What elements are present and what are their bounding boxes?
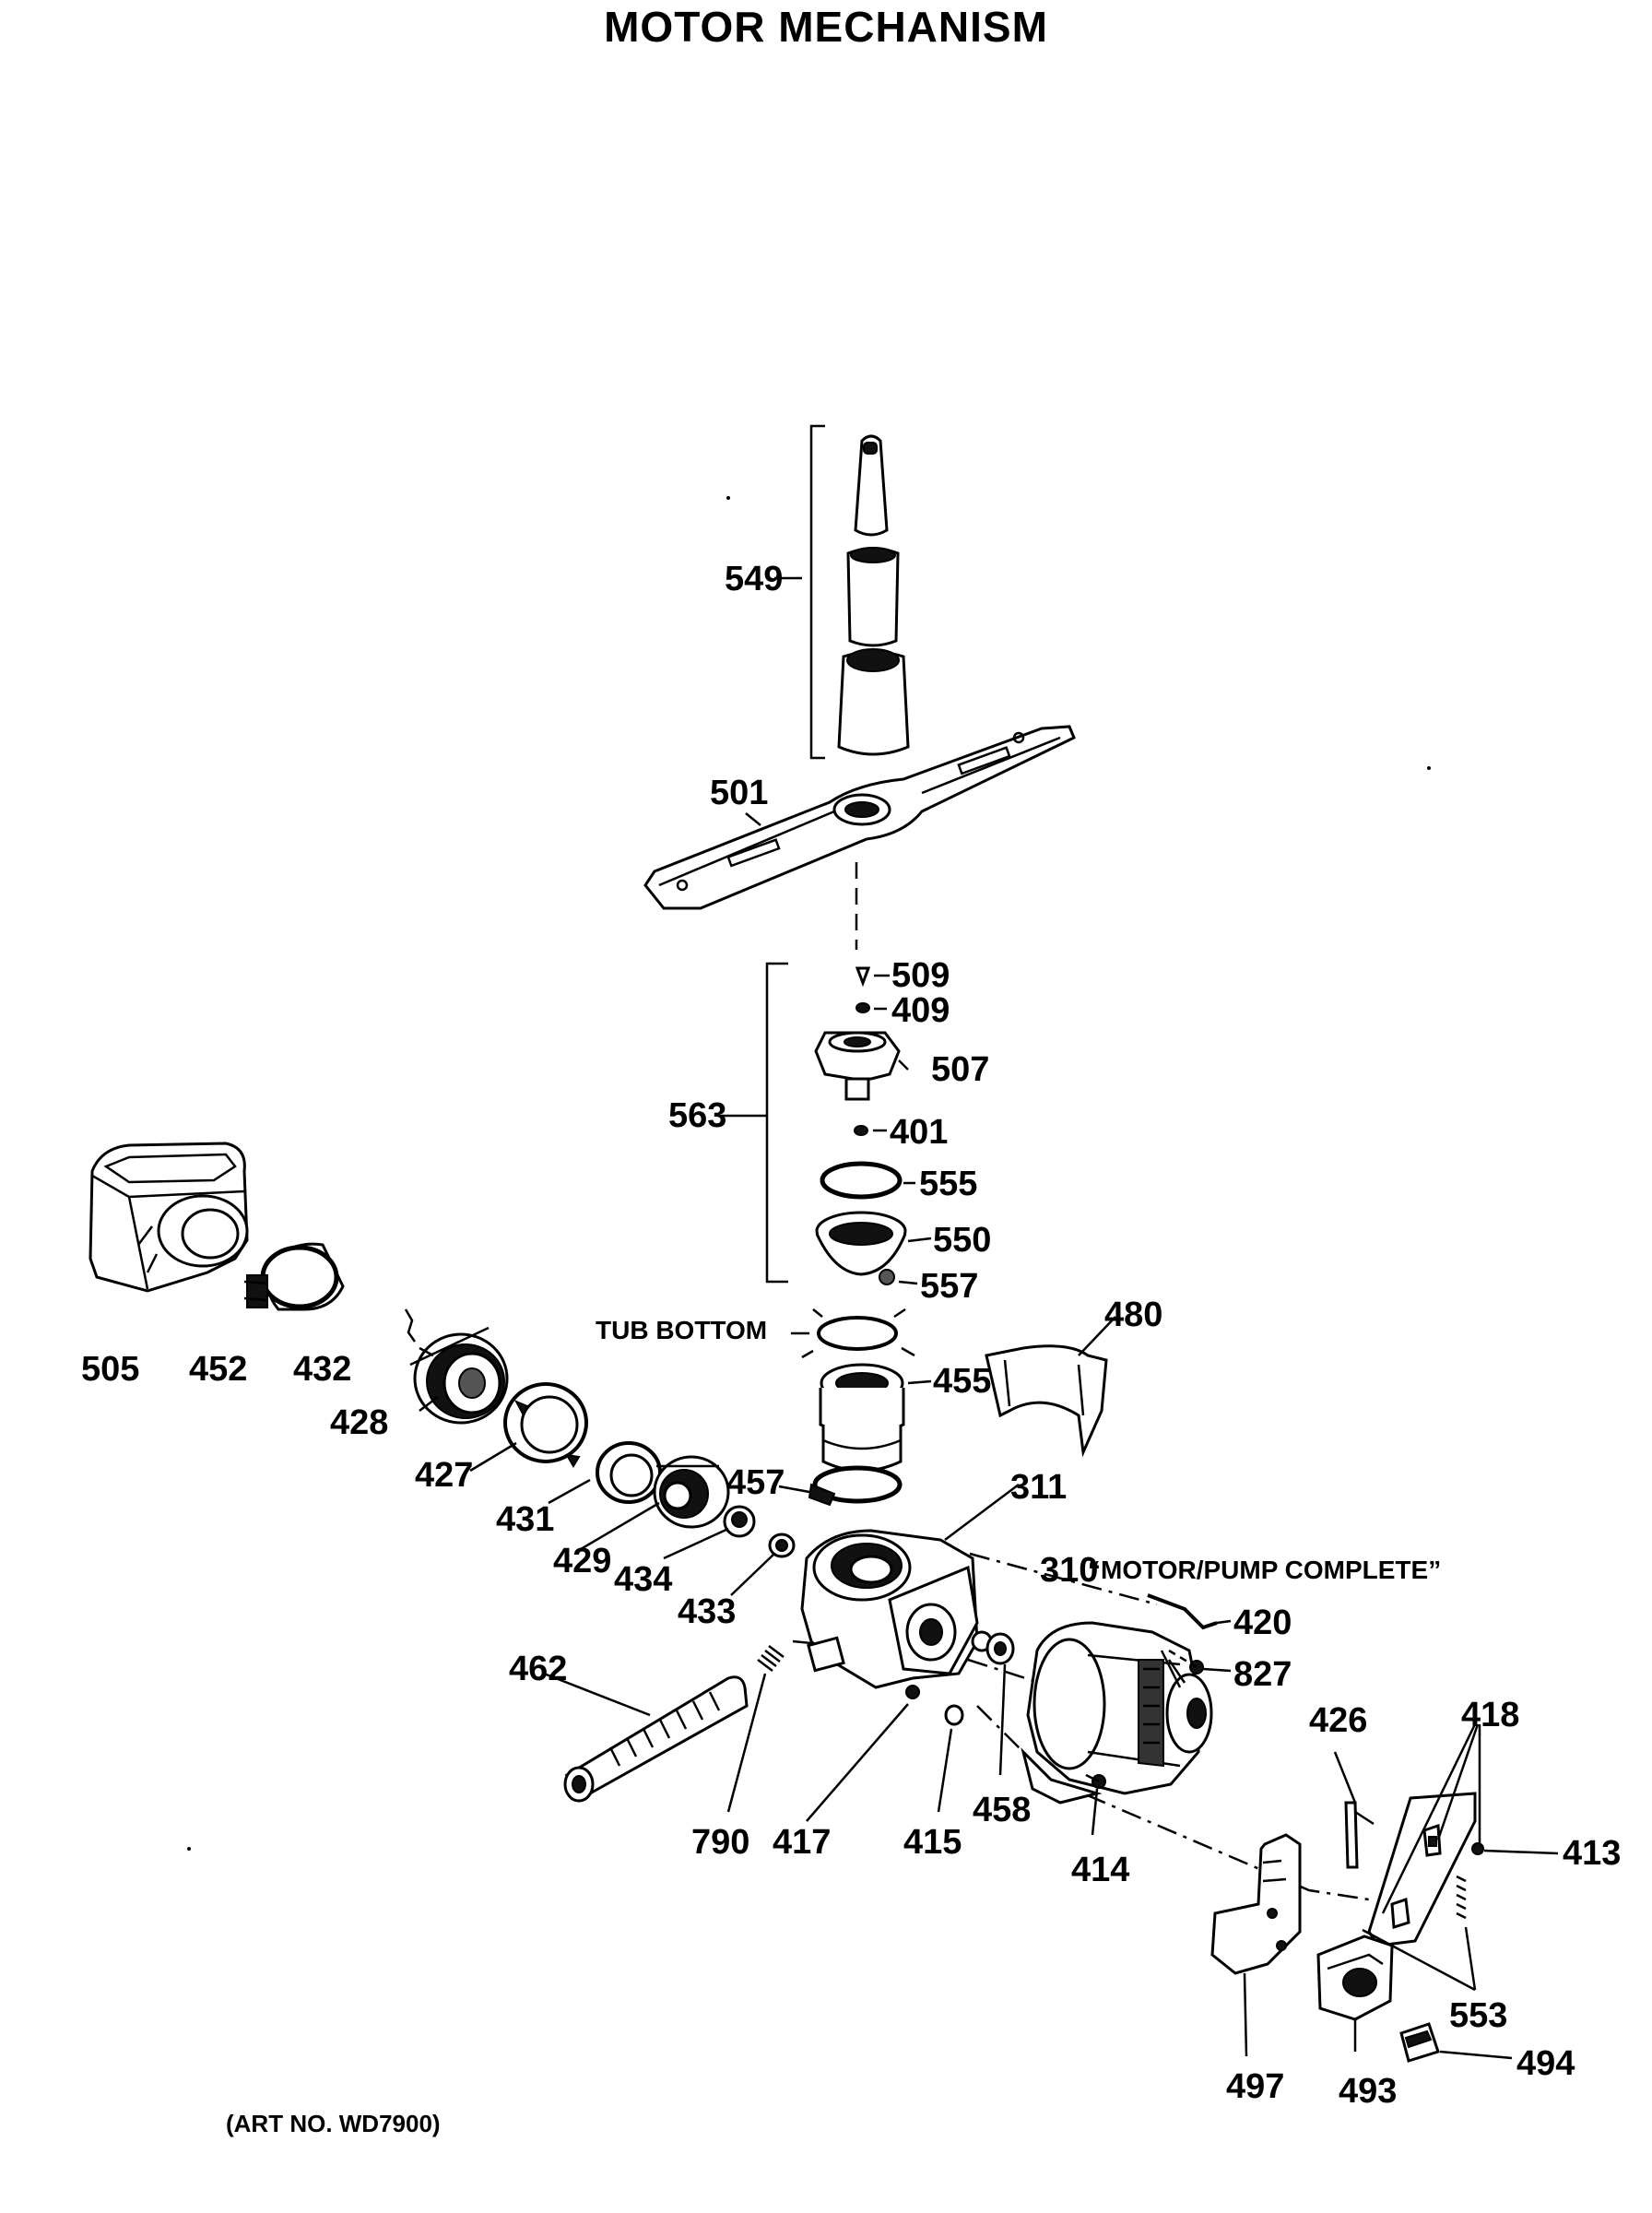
callout-563: 563 xyxy=(668,1096,726,1135)
callout-415: 415 xyxy=(903,1823,962,1862)
callout-553: 553 xyxy=(1449,1996,1507,2035)
reservoir-505 xyxy=(88,1142,249,1293)
callout-494: 494 xyxy=(1516,2044,1575,2083)
clamp-452 xyxy=(243,1242,345,1311)
callout-507: 507 xyxy=(931,1050,989,1089)
callout-550: 550 xyxy=(933,1221,991,1260)
callout-428: 428 xyxy=(330,1403,388,1442)
impeller-428 xyxy=(413,1332,509,1425)
callout-310: 310 xyxy=(1040,1551,1098,1590)
callout-420: 420 xyxy=(1233,1604,1292,1642)
callout-549: 549 xyxy=(725,560,783,598)
pump-housing-311 xyxy=(792,1529,1001,1689)
page-title: MOTOR MECHANISM xyxy=(604,3,1048,51)
callout-432: 432 xyxy=(293,1350,351,1389)
callout-401: 401 xyxy=(890,1113,948,1152)
callout-457: 457 xyxy=(726,1463,785,1502)
callout-434: 434 xyxy=(614,1560,672,1599)
hub-507 xyxy=(814,1031,909,1101)
art-number: (ART NO. WD7900) xyxy=(226,2110,441,2137)
callout-505: 505 xyxy=(81,1350,139,1389)
bracket-497 xyxy=(1210,1833,1302,2057)
callout-433: 433 xyxy=(678,1592,736,1631)
callout-429: 429 xyxy=(553,1542,611,1580)
chute-480 xyxy=(985,1316,1116,1458)
callout-311: 311 xyxy=(1010,1468,1067,1507)
callout-509: 509 xyxy=(891,956,950,995)
callout-431: 431 xyxy=(496,1500,554,1539)
ring-427 xyxy=(503,1382,588,1468)
callout-555: 555 xyxy=(919,1165,977,1203)
callout-790: 790 xyxy=(691,1823,749,1862)
motor-310 xyxy=(967,1552,1370,1901)
callout-413: 413 xyxy=(1563,1834,1621,1873)
solenoid-493 xyxy=(1316,1935,1394,2052)
callout-426: 426 xyxy=(1309,1701,1367,1740)
callout-462: 462 xyxy=(509,1650,567,1688)
seal-455 xyxy=(819,1363,932,1473)
callout-427: 427 xyxy=(415,1456,473,1495)
callout-414: 414 xyxy=(1071,1851,1129,1889)
tube-assembly-549 xyxy=(809,424,910,760)
callout-452: 452 xyxy=(189,1350,247,1389)
spray-arm-501 xyxy=(643,725,1076,910)
callout-497: 497 xyxy=(1226,2067,1284,2106)
cup-550 xyxy=(815,1211,932,1276)
callout-480: 480 xyxy=(1104,1296,1162,1334)
drain-hose-462 xyxy=(543,1672,749,1803)
callout-455: 455 xyxy=(933,1362,991,1401)
callout-493: 493 xyxy=(1339,2072,1397,2111)
callout-458: 458 xyxy=(973,1791,1031,1829)
spring-790 xyxy=(726,1645,785,1813)
callout-557: 557 xyxy=(920,1267,978,1306)
callout-418: 418 xyxy=(1461,1696,1519,1734)
callout-417: 417 xyxy=(773,1823,831,1862)
cap-429 xyxy=(653,1455,730,1529)
tub-bottom-label: TUB BOTTOM xyxy=(596,1316,767,1344)
callout-827: 827 xyxy=(1233,1655,1292,1694)
callout-409: 409 xyxy=(891,991,950,1030)
bracket-418 xyxy=(1362,1723,1559,1992)
motor-pump-complete-label: “MOTOR/PUMP COMPLETE” xyxy=(1088,1556,1441,1584)
callout-501: 501 xyxy=(710,774,768,812)
